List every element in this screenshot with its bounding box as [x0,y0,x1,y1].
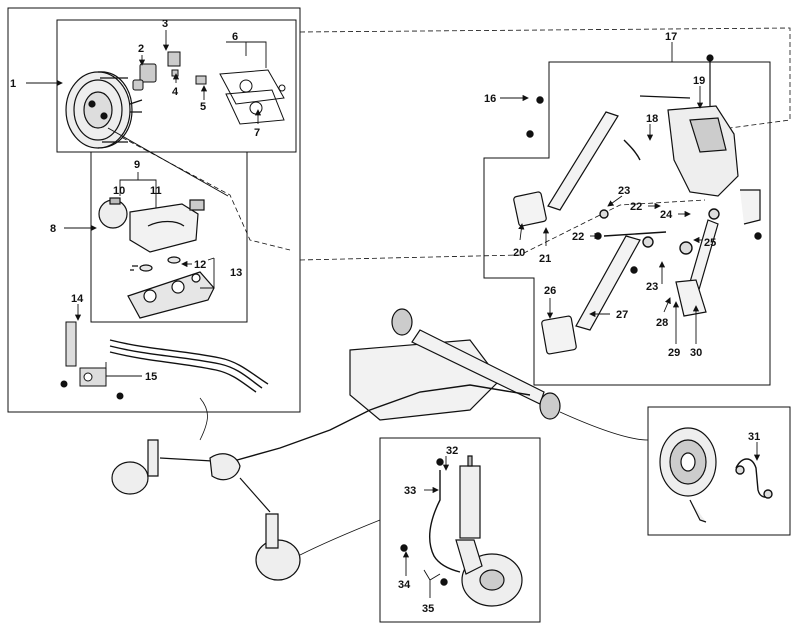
callout-23b: 23 [646,281,658,293]
callout-9: 9 [134,159,140,171]
callout-35: 35 [422,603,434,615]
rear-axle-and-crossmember [349,308,561,421]
callout-31: 31 [748,431,760,443]
callout-22a: 22 [630,201,642,213]
brake-pedal [541,235,641,355]
callout-21: 21 [539,253,551,265]
callout-20: 20 [513,247,525,259]
brake-line-bundle [109,339,269,393]
reservoir-cap [98,197,128,229]
main-brake-line [229,384,531,463]
callout-25: 25 [704,237,716,249]
callout-6: 6 [232,31,238,43]
callout-16: 16 [484,93,496,105]
callout-3: 3 [162,18,168,30]
callout-labels: 1 2 3 4 5 6 7 8 9 10 11 12 13 14 15 16 1… [10,18,760,615]
clutch-pedal [513,111,619,227]
callout-leaders [26,30,761,598]
callout-34: 34 [398,579,411,591]
inset-connector-lines [199,397,649,556]
frame-master-cylinder-group [7,7,301,413]
callout-27: 27 [616,309,628,321]
callout-2: 2 [138,43,144,55]
callout-17: 17 [665,31,677,43]
front-strut-assembly [455,455,523,607]
callout-11: 11 [150,185,162,197]
front-left-brake [111,439,241,495]
pedal-bracket [639,54,739,197]
callout-18: 18 [646,113,658,125]
callout-26: 26 [544,285,556,297]
callout-14: 14 [71,293,84,305]
callout-4: 4 [172,86,179,98]
frame-pedal-group [483,61,771,386]
callout-8: 8 [50,223,56,235]
frame-rear-drum-inset [647,406,791,536]
strut-brake-hose [400,458,461,586]
frame-booster-inset [56,19,297,153]
bracket-and-valve [60,321,124,400]
rear-brake-hose [735,458,773,499]
callout-23a: 23 [618,185,630,197]
rear-drum-brake [659,427,717,523]
dashed-guide-lines [107,27,791,261]
callout-30: 30 [690,347,702,359]
callout-19: 19 [693,75,705,87]
brake-booster [65,71,143,149]
master-cylinder-body [127,256,215,319]
callout-5: 5 [200,101,206,113]
callout-13: 13 [230,267,242,279]
callout-33: 33 [404,485,416,497]
callout-24: 24 [660,209,673,221]
callout-29: 29 [668,347,680,359]
callout-12: 12 [194,259,206,271]
frame-strut-inset [379,437,541,623]
frame-reservoir-inset [90,151,248,323]
callout-28: 28 [656,317,668,329]
callout-32: 32 [446,445,458,457]
callout-15: 15 [145,371,157,383]
reservoir [129,199,205,253]
callout-7: 7 [254,127,260,139]
front-right-brake [239,477,301,581]
callout-22b: 22 [572,231,584,243]
booster-pushrod-parts [132,51,207,91]
callout-10: 10 [113,185,125,197]
callout-1: 1 [10,78,16,90]
